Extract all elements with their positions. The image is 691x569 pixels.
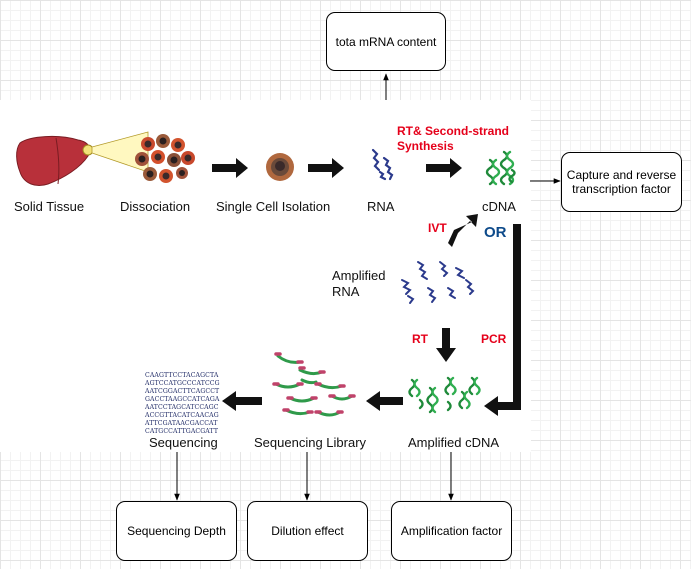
arrow-dissociation-to-isolation	[212, 158, 248, 178]
figure-panel	[0, 100, 531, 452]
solid-tissue-label: Solid Tissue	[14, 199, 85, 214]
amplified-cdna-label: Amplified cDNA	[408, 435, 500, 450]
pcr-label: PCR	[481, 332, 507, 346]
pcr-path-arrowhead	[484, 396, 498, 416]
ivt-label: IVT	[428, 221, 447, 235]
amplified-rna-icon	[401, 261, 475, 304]
rt-second-strand-label-2: Synthesis	[397, 139, 454, 153]
rt-label: RT	[412, 332, 428, 346]
amplified-cdna-icon	[408, 376, 481, 414]
dilution-label: Dilution effect	[271, 524, 344, 538]
sequence-line: ACCGTTACATCAACAG	[145, 412, 219, 419]
sequence-line: AATCGGACTTCAGCCT	[145, 388, 220, 395]
sequencing-library-icon	[272, 352, 356, 417]
dissociated-cells-icon	[135, 134, 195, 183]
liver-icon	[16, 135, 94, 186]
dissociation-label: Dissociation	[120, 199, 191, 214]
or-label: OR	[484, 224, 507, 241]
amplification-label: Amplification factor	[400, 524, 503, 538]
single-cell-label: Single Cell Isolation	[216, 199, 331, 214]
seq-depth-label: Sequencing Depth	[127, 524, 226, 538]
magnify-cone-icon	[91, 131, 149, 173]
sequence-line: AGTCCATGCCCATCCG	[145, 380, 220, 387]
amplified-rna-label-2: RNA	[332, 284, 360, 299]
arrow-library-to-sequencing	[222, 391, 262, 411]
pcr-path-line	[496, 224, 521, 410]
sequence-line: CAAGTTCCTACAGCTA	[145, 372, 219, 379]
arrow-isolation-to-rna	[308, 158, 344, 178]
cdna-label: cDNA	[482, 199, 516, 214]
sequence-line: CATGCCATTGACGATT	[145, 428, 219, 435]
rna-strands-icon	[371, 148, 394, 181]
sequence-line: ATTCGATAACGACCAT	[145, 420, 218, 427]
arrow-ivt-diagonal	[448, 214, 478, 247]
single-cell-icon	[266, 153, 294, 181]
rna-label: RNA	[367, 199, 395, 214]
sequencing-library-label: Sequencing Library	[254, 435, 367, 450]
process-arrows	[212, 158, 478, 411]
amplification-box: Amplification factor	[391, 501, 512, 561]
dilution-box: Dilution effect	[247, 501, 368, 561]
total-mrna-label: tota mRNA content	[335, 34, 437, 49]
capture-label: Capture and reverse transcription factor	[566, 168, 677, 196]
rt-second-strand-label-1: RT& Second-strand	[397, 124, 510, 138]
total-mrna-box: tota mRNA content	[326, 12, 446, 71]
sequencing-label: Sequencing	[149, 435, 218, 450]
seq-depth-box: Sequencing Depth	[116, 501, 237, 561]
box-connectors	[174, 73, 561, 501]
sequence-line: AATCCTAGCATCCAGC	[145, 404, 219, 411]
arrow-rt-down	[436, 328, 456, 362]
arrow-rna-to-cdna	[426, 158, 462, 178]
capture-box: Capture and reverse transcription factor	[561, 152, 682, 212]
cdna-strands-icon	[485, 150, 516, 186]
arrow-amplified-to-library	[366, 391, 403, 411]
sequence-line: GACCTAAGCCATCAGA	[145, 396, 220, 403]
amplified-rna-label-1: Amplified	[332, 268, 386, 283]
